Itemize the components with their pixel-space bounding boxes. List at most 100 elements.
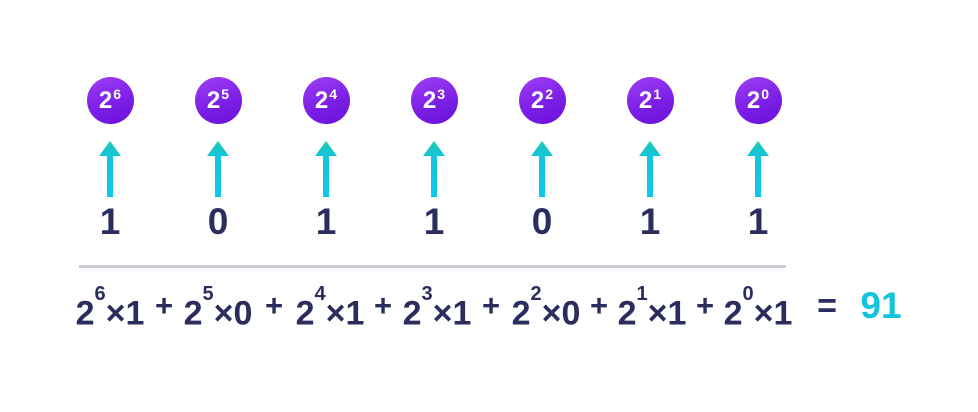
- arrow-head: [207, 141, 229, 156]
- arrow-head: [747, 141, 769, 156]
- arrow-head: [423, 141, 445, 156]
- term-exponent: 3: [421, 283, 433, 305]
- plus-sign: +: [264, 288, 284, 323]
- term-base: 2: [183, 294, 203, 333]
- plus-sign: +: [589, 288, 609, 323]
- arrow-head: [639, 141, 661, 156]
- arrow-shaft: [431, 156, 437, 197]
- arrow-up-icon: [747, 141, 769, 197]
- multiply-sign: ×: [753, 294, 774, 333]
- term-base: 2: [617, 294, 637, 333]
- power-exponent: 4: [329, 85, 338, 102]
- arrow-shaft: [323, 156, 329, 197]
- multiply-sign: ×: [213, 294, 234, 333]
- power-exponent: 1: [653, 85, 662, 102]
- decimal-result: 91: [860, 285, 902, 326]
- power-exponent: 3: [437, 85, 446, 102]
- term-base: 2: [511, 294, 531, 333]
- plus-sign: +: [481, 288, 501, 323]
- term-bit: 1: [345, 294, 365, 333]
- arrow-up-icon: [315, 141, 337, 197]
- binary-digit: 1: [99, 201, 121, 242]
- arrow-up-icon: [639, 141, 661, 197]
- power-exponent: 0: [761, 85, 770, 102]
- term-base: 2: [295, 294, 315, 333]
- binary-digit: 1: [639, 201, 661, 242]
- arrow-shaft: [107, 156, 113, 197]
- multiply-sign: ×: [647, 294, 668, 333]
- binary-digit: 1: [423, 201, 445, 242]
- divider-line: [79, 265, 786, 268]
- plus-sign: +: [154, 288, 174, 323]
- power-exponent: 2: [545, 85, 554, 102]
- equation-term: 24×1: [276, 283, 384, 332]
- term-base: 2: [402, 294, 422, 333]
- power-exponent: 6: [113, 85, 122, 102]
- power-base: 2: [314, 86, 329, 114]
- power-base: 2: [206, 86, 221, 114]
- term-exponent: 0: [742, 283, 754, 305]
- term-bit: 1: [125, 294, 145, 333]
- equation-term: 22×0: [492, 283, 600, 332]
- term-exponent: 5: [202, 283, 214, 305]
- equals-sign: =: [817, 287, 837, 325]
- equation-term: 25×0: [164, 283, 272, 332]
- power-base: 2: [422, 86, 437, 114]
- arrow-up-icon: [531, 141, 553, 197]
- multiply-sign: ×: [541, 294, 562, 333]
- plus-sign: +: [695, 288, 715, 323]
- equation-term: 23×1: [383, 283, 491, 332]
- arrow-up-icon: [99, 141, 121, 197]
- term-bit: 1: [452, 294, 472, 333]
- multiply-sign: ×: [432, 294, 453, 333]
- arrow-shaft: [215, 156, 221, 197]
- term-bit: 0: [233, 294, 253, 333]
- binary-digit: 0: [207, 201, 229, 242]
- term-bit: 1: [773, 294, 793, 333]
- equation-term: 20×1: [704, 283, 812, 332]
- term-bit: 0: [561, 294, 581, 333]
- binary-digit: 1: [315, 201, 337, 242]
- binary-digit: 0: [531, 201, 553, 242]
- multiply-sign: ×: [105, 294, 126, 333]
- term-exponent: 1: [636, 283, 648, 305]
- power-base: 2: [746, 86, 761, 114]
- equation-term: 26×1: [56, 283, 164, 332]
- arrow-head: [99, 141, 121, 156]
- equation-term: 21×1: [598, 283, 706, 332]
- term-exponent: 4: [314, 283, 326, 305]
- arrow-shaft: [755, 156, 761, 197]
- arrow-head: [531, 141, 553, 156]
- arrow-head: [315, 141, 337, 156]
- term-exponent: 2: [530, 283, 542, 305]
- power-exponent: 5: [221, 85, 230, 102]
- binary-digit: 1: [747, 201, 769, 242]
- arrow-up-icon: [423, 141, 445, 197]
- term-bit: 1: [667, 294, 687, 333]
- arrow-shaft: [539, 156, 545, 197]
- term-base: 2: [723, 294, 743, 333]
- plus-sign: +: [373, 288, 393, 323]
- term-exponent: 6: [94, 283, 106, 305]
- arrow-up-icon: [207, 141, 229, 197]
- term-base: 2: [75, 294, 95, 333]
- multiply-sign: ×: [325, 294, 346, 333]
- power-base: 2: [98, 86, 113, 114]
- arrow-shaft: [647, 156, 653, 197]
- power-base: 2: [530, 86, 545, 114]
